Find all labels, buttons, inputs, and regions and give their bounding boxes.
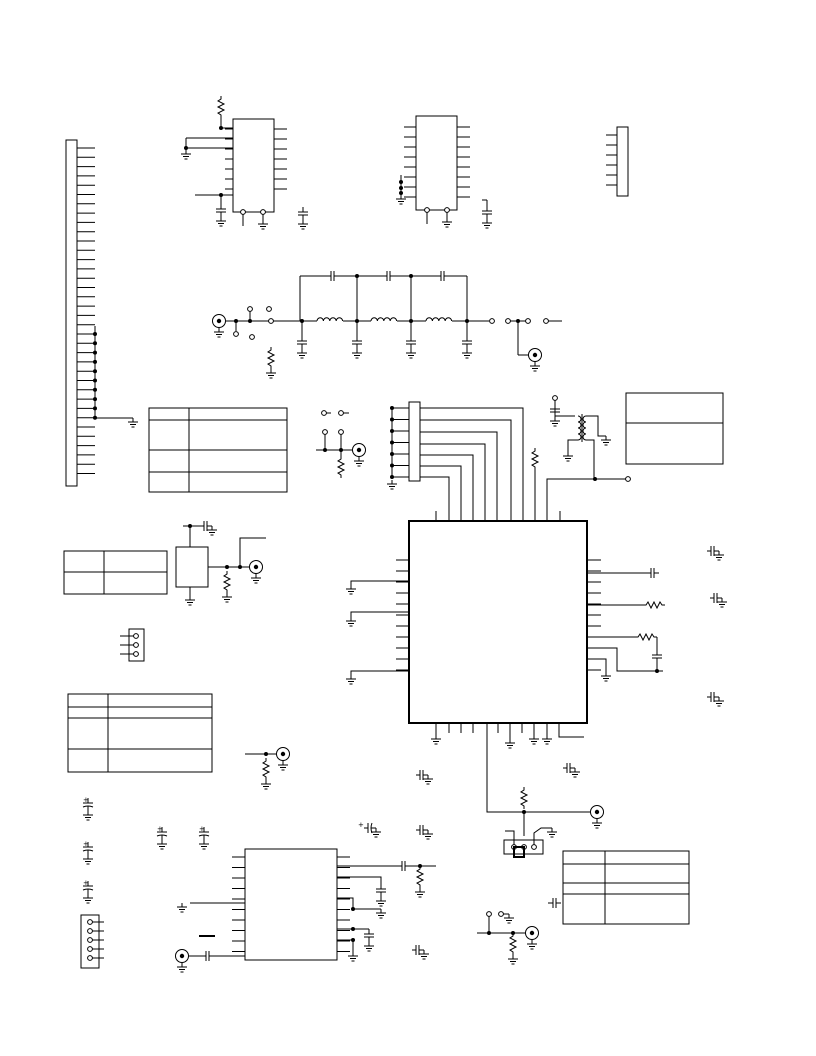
junction-dot bbox=[390, 463, 394, 468]
junction-dot bbox=[390, 417, 394, 422]
info-table-3 bbox=[67, 693, 213, 773]
junction-dot bbox=[390, 406, 394, 410]
coax-left-bottom bbox=[245, 747, 290, 790]
main-ic bbox=[345, 511, 666, 836]
header-3pin-left bbox=[120, 628, 145, 662]
rf-filter bbox=[212, 270, 562, 379]
header-top-right bbox=[606, 126, 629, 197]
jumper-coax-middle bbox=[316, 410, 366, 479]
edge-connector-header bbox=[65, 139, 139, 487]
coax-bottom-right bbox=[477, 911, 539, 965]
info-table-2 bbox=[63, 550, 168, 595]
ic-bottom bbox=[175, 848, 562, 973]
transformer bbox=[531, 395, 631, 521]
header-middle bbox=[386, 401, 524, 521]
polarized-caps: + bbox=[83, 796, 381, 903]
junction-dot bbox=[390, 440, 394, 445]
header-5pin-bottom bbox=[80, 914, 104, 969]
regulator bbox=[175, 520, 266, 606]
ic-top-middle bbox=[395, 115, 492, 228]
info-table-5 bbox=[562, 850, 690, 925]
junction-dot bbox=[390, 452, 394, 456]
junction-dot bbox=[390, 429, 394, 433]
jumper-3pin-bottom bbox=[503, 827, 558, 858]
svg-text:+: + bbox=[358, 821, 364, 829]
junction-dot bbox=[390, 475, 394, 479]
info-table-4 bbox=[625, 392, 724, 465]
ic-top-left bbox=[180, 95, 308, 230]
info-table-1 bbox=[148, 407, 288, 493]
